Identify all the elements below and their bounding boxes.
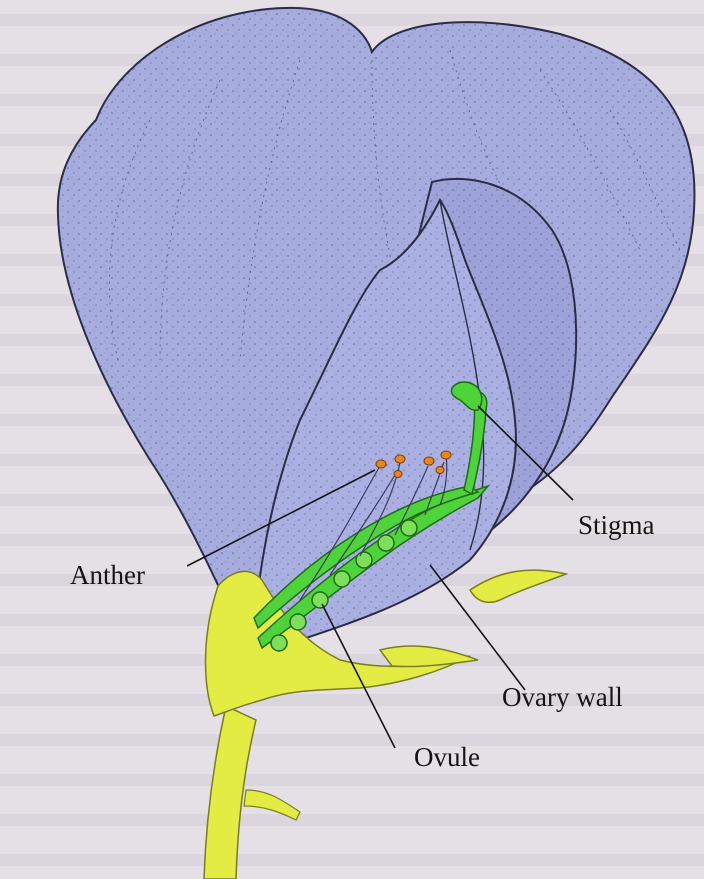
anther-label: Anther <box>70 562 145 589</box>
ovule-6 <box>378 535 394 551</box>
ovule-7 <box>401 520 417 536</box>
ovule-3 <box>312 592 328 608</box>
ovule-2 <box>290 614 306 630</box>
ovule-1 <box>271 635 287 651</box>
stigma-label: Stigma <box>578 512 655 539</box>
ovule-5 <box>356 552 372 568</box>
ovary-wall-label: Ovary wall <box>502 684 623 711</box>
ovule-4 <box>334 571 350 587</box>
ovule-label: Ovule <box>414 744 480 771</box>
